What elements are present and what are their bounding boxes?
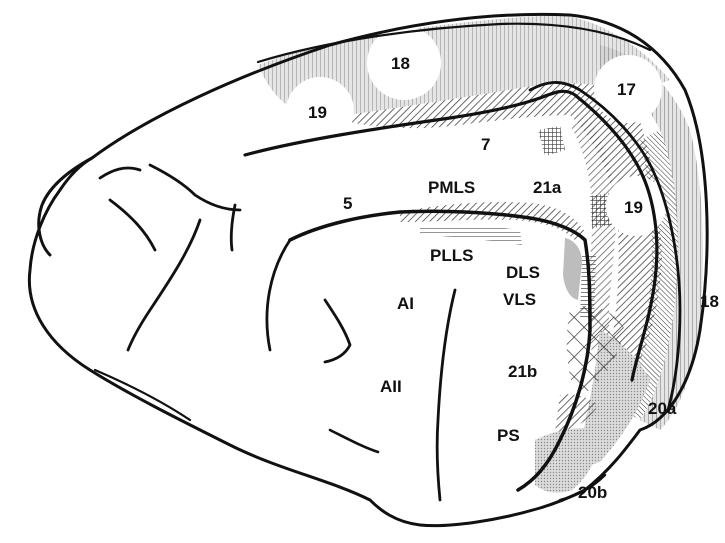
label-aii: AII [380,377,402,396]
label-19-right: 19 [624,198,643,217]
label-21a: 21a [533,178,562,197]
label-vls: VLS [503,290,536,309]
posterior-ectosylvian [330,430,378,452]
label-plls: PLLS [430,246,473,265]
label-5: 5 [343,194,352,213]
dls-shading [563,238,582,300]
label-17: 17 [617,80,636,99]
frontal-sulcus-1 [100,168,140,178]
olfactory-region [95,370,190,420]
frontal-lobe-outline [39,158,92,255]
label-21b: 21b [508,362,537,381]
plls-hatch [420,226,522,245]
label-ps: PS [497,426,520,445]
label-19-top: 19 [308,103,327,122]
anterior-ectosylvian [325,300,350,362]
label-pmls: PMLS [428,178,475,197]
cruciate-sulcus [110,200,155,250]
presylvian-sulcus [231,205,235,250]
ansate-sulcus [128,220,200,350]
ai-sulcus [437,290,455,500]
label-18-top: 18 [391,54,410,73]
grid-patch-upper [538,126,565,156]
label-ai: AI [397,294,414,313]
ectosylvian-sulcus-left [267,240,290,350]
label-7: 7 [481,135,490,154]
label-20b: 20b [578,483,607,502]
label-dls: DLS [506,263,540,282]
coronal-sulcus [150,165,240,210]
label-20a: 20a [648,399,677,418]
label-18-right: 18 [700,292,719,311]
